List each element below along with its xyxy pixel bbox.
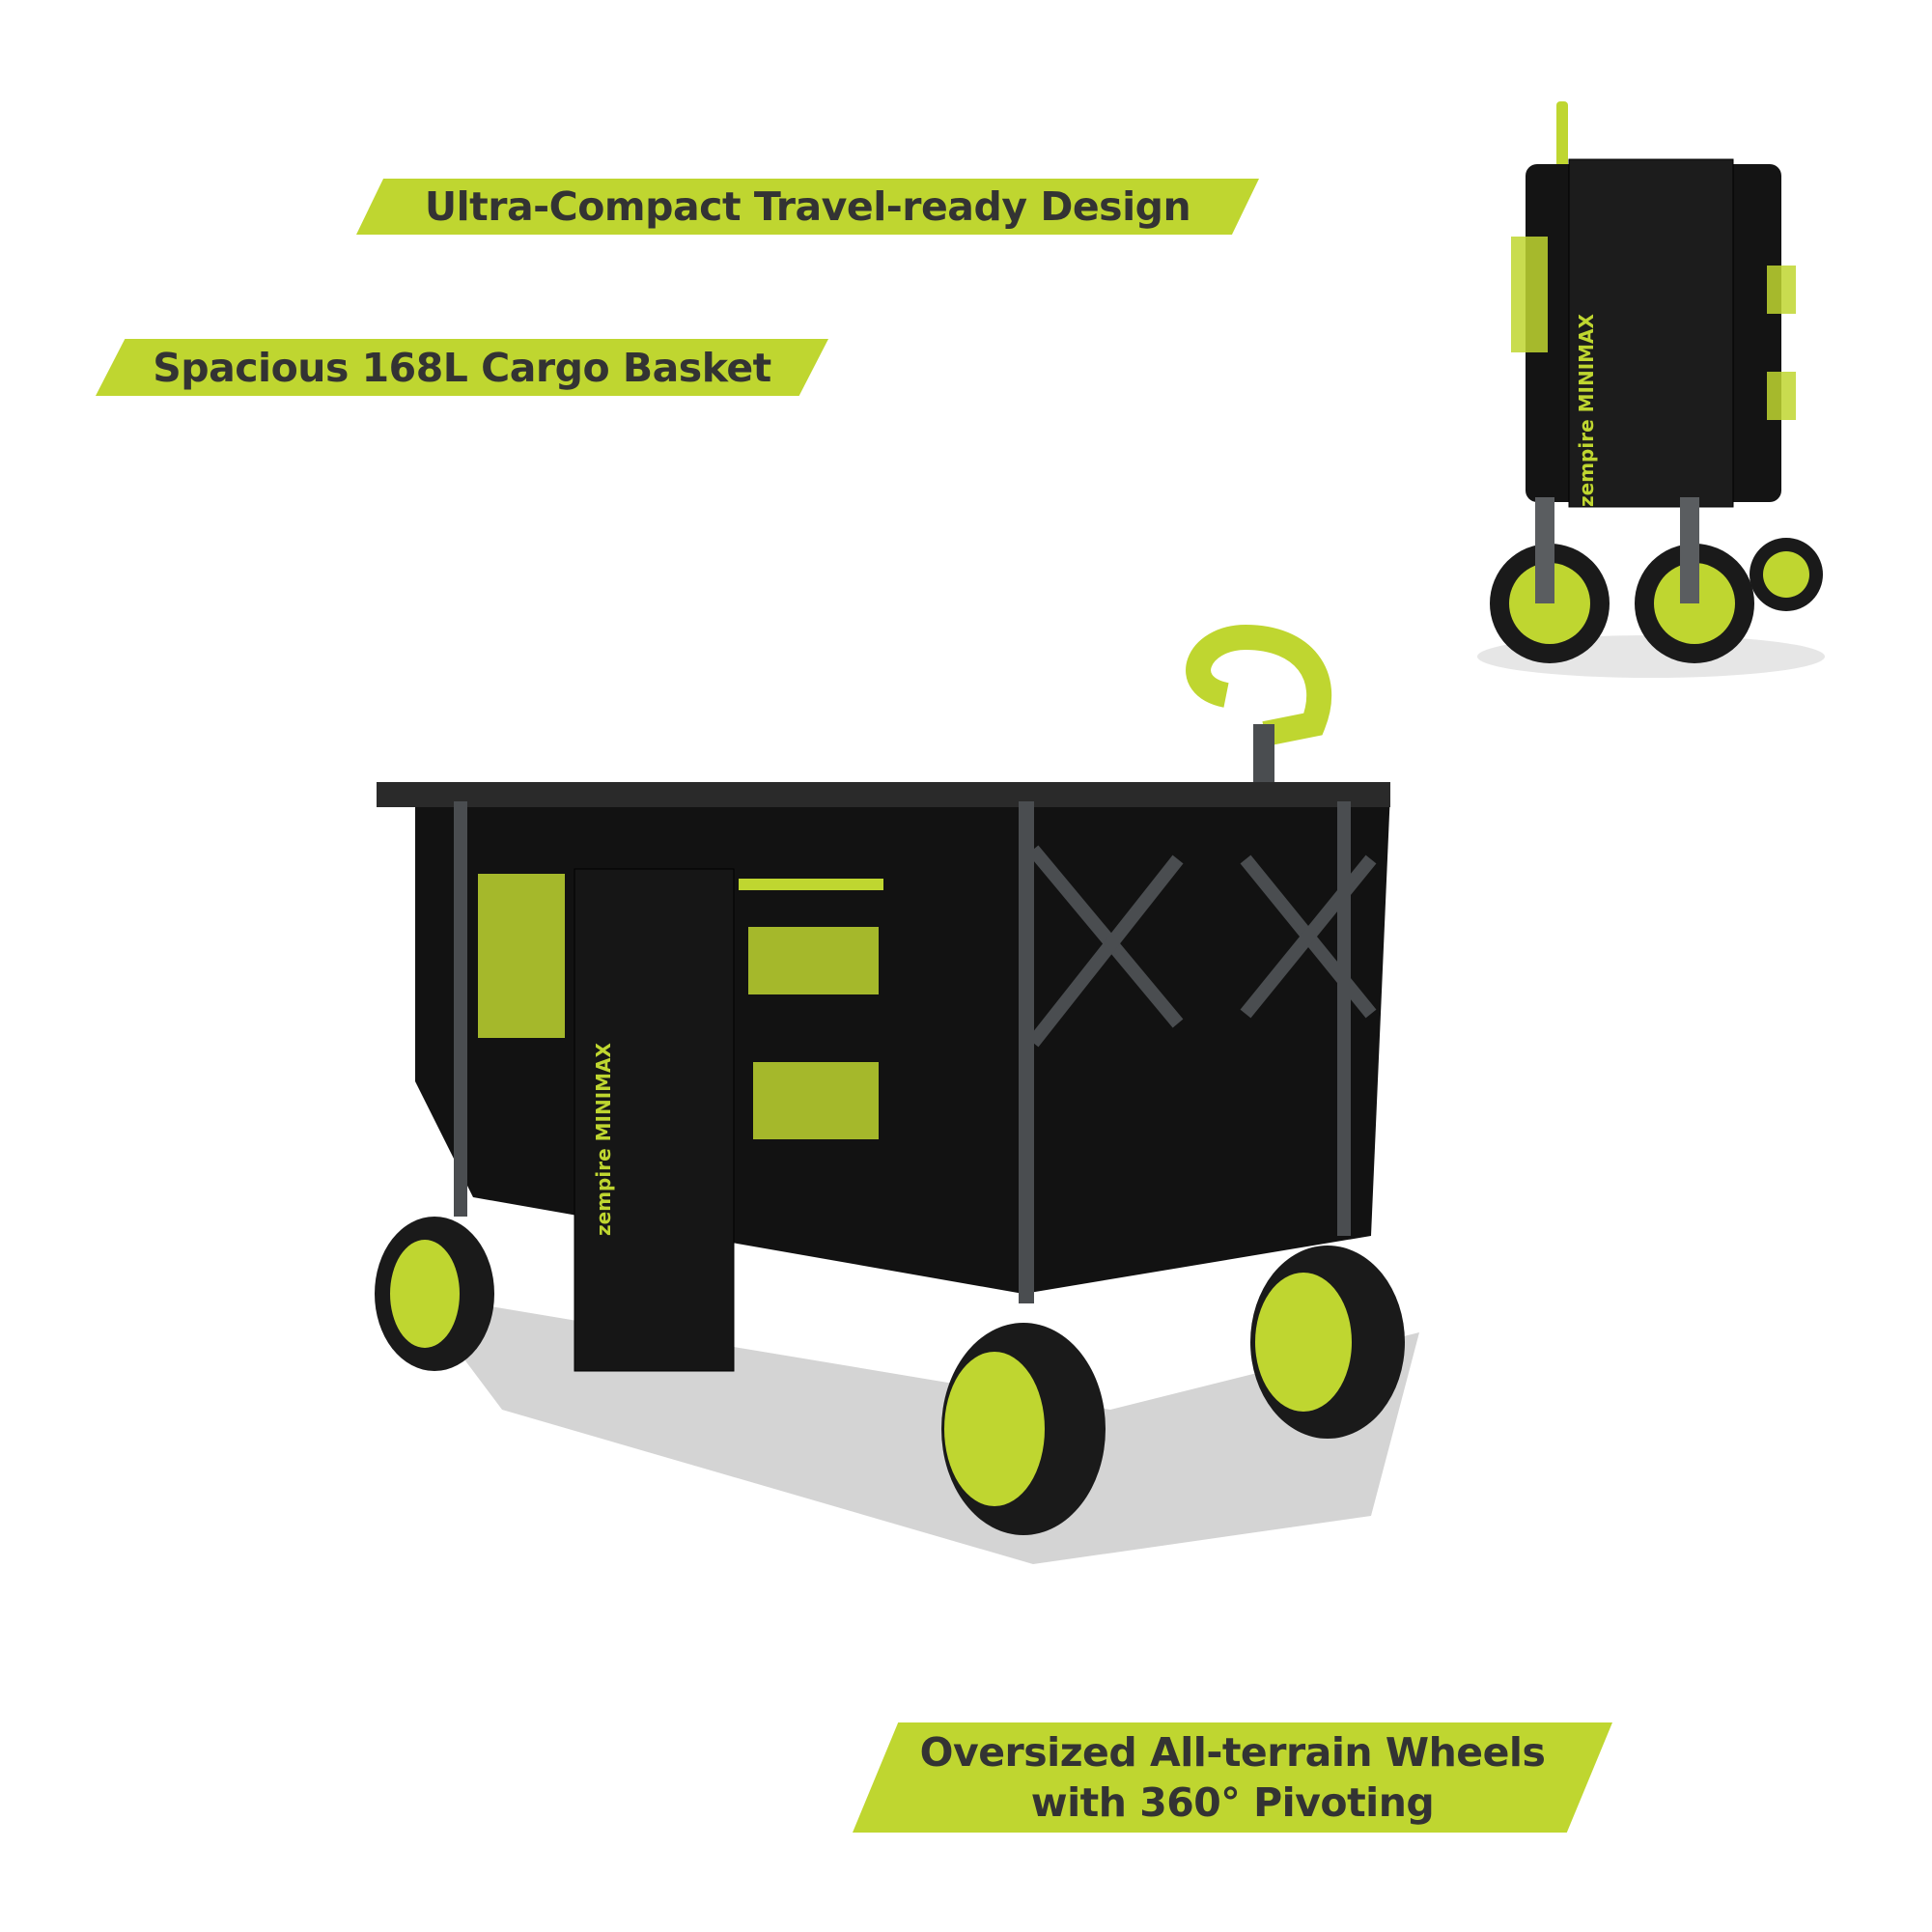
feature-wheels-line2: with 360° Pivoting [1030, 1779, 1435, 1826]
wagon-folded-image: zempire MINIMAX [1477, 101, 1825, 678]
wagon-open-image: zempire MINIMAX [375, 624, 1419, 1564]
feature-banner-basket: Spacious 168L Cargo Basket [96, 339, 828, 396]
dimension-label: 8cm [521, 1429, 630, 1483]
feature-banner-compact: Ultra-Compact Travel-ready Design [356, 179, 1259, 235]
svg-text:zempire MINIMAX: zempire MINIMAX [1575, 313, 1598, 507]
feature-wheels-line1: Oversized All-terrain Wheels [919, 1729, 1546, 1776]
svg-text:zempire MINIMAX: zempire MINIMAX [592, 1042, 615, 1236]
feature-banner-wheels: Oversized All-terrain Wheels with 360° P… [853, 1722, 1612, 1833]
